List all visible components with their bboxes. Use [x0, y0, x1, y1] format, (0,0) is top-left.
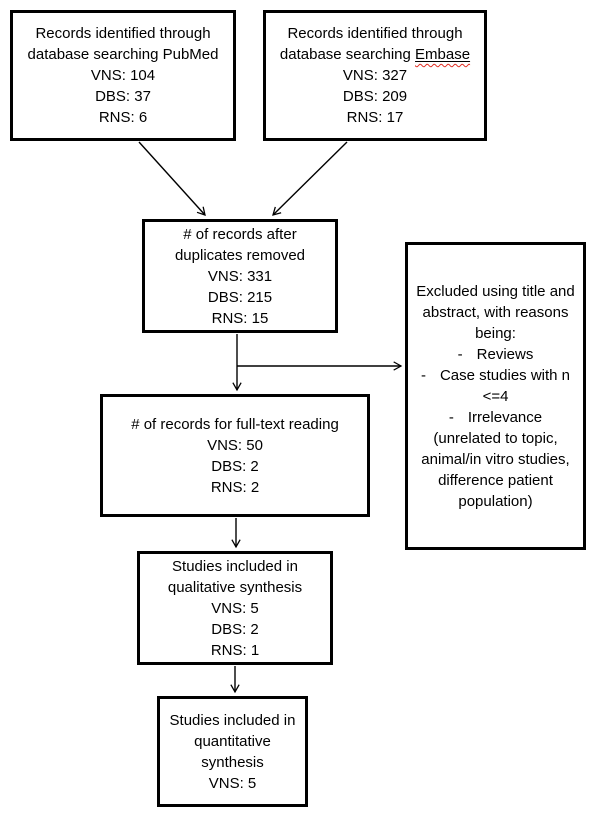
- qualitative-box-title: Studies included in qualitative synthesi…: [167, 557, 303, 596]
- exclusion-reason-case-studies: -Case studies with n <=4: [415, 365, 576, 407]
- pubmed-records-box: Records identified through database sear…: [10, 10, 236, 141]
- pubmed-vns-count: VNS: 104: [90, 67, 156, 84]
- bullet-dash: -: [457, 345, 463, 363]
- arrow-embase-to-duplicates: [272, 141, 348, 216]
- pubmed-rns-count: RNS: 6: [98, 109, 148, 126]
- duplicates-box-title: # of records after duplicates removed: [174, 225, 306, 264]
- fulltext-dbs-count: DBS: 2: [211, 457, 259, 475]
- exclusion-reason-text: Irrelevance (unrelated to topic, animal/…: [421, 408, 570, 510]
- exclusion-reason-irrelevance: -Irrelevance (unrelated to topic, animal…: [415, 407, 576, 512]
- fulltext-reading-box: # of records for full-text reading VNS: …: [100, 394, 370, 517]
- bullet-dash: -: [420, 366, 426, 384]
- fulltext-box-title: # of records for full-text reading: [131, 415, 339, 433]
- duplicates-vns-count: VNS: 331: [207, 267, 273, 285]
- exclusion-reasons-box: Excluded using title and abstract, with …: [405, 242, 586, 550]
- fulltext-vns-count: VNS: 50: [207, 436, 263, 454]
- spellcheck-underline: Embase: [415, 46, 470, 63]
- pubmed-dbs-count: DBS: 37: [95, 88, 151, 105]
- exclusion-reason-text: Case studies with n <=4: [439, 366, 571, 405]
- quantitative-box-title: Studies included in quantitative synthes…: [169, 711, 296, 771]
- duplicates-removed-box: # of records after duplicates removed VN…: [142, 219, 338, 333]
- embase-rns-count: RNS: 17: [346, 109, 404, 126]
- exclusion-intro-text: Excluded using title and abstract, with …: [416, 282, 575, 342]
- embase-title-prefix: Records identified through database sear…: [279, 25, 463, 63]
- embase-word: Embase: [415, 46, 471, 63]
- qualitative-synthesis-box: Studies included in qualitative synthesi…: [137, 551, 333, 665]
- qualitative-rns-count: RNS: 1: [210, 641, 260, 659]
- fulltext-rns-count: RNS: 2: [210, 478, 260, 496]
- exclusion-reason-reviews: -Reviews: [415, 344, 576, 365]
- bullet-dash: -: [448, 408, 454, 426]
- quantitative-synthesis-box: Studies included in quantitative synthes…: [157, 696, 308, 807]
- pubmed-box-title: Records identified through database sear…: [27, 25, 219, 63]
- duplicates-rns-count: RNS: 15: [211, 309, 269, 327]
- arrow-pubmed-to-duplicates: [138, 141, 206, 216]
- embase-records-box: Records identified through database sear…: [263, 10, 487, 141]
- quantitative-vns-count: VNS: 5: [208, 774, 257, 792]
- embase-vns-count: VNS: 327: [342, 67, 408, 84]
- exclusion-reason-text: Reviews: [476, 345, 534, 363]
- embase-dbs-count: DBS: 209: [342, 88, 408, 105]
- duplicates-dbs-count: DBS: 215: [207, 288, 273, 306]
- embase-box-title: Records identified through database sear…: [274, 23, 476, 65]
- qualitative-vns-count: VNS: 5: [211, 599, 259, 617]
- qualitative-dbs-count: DBS: 2: [211, 620, 259, 638]
